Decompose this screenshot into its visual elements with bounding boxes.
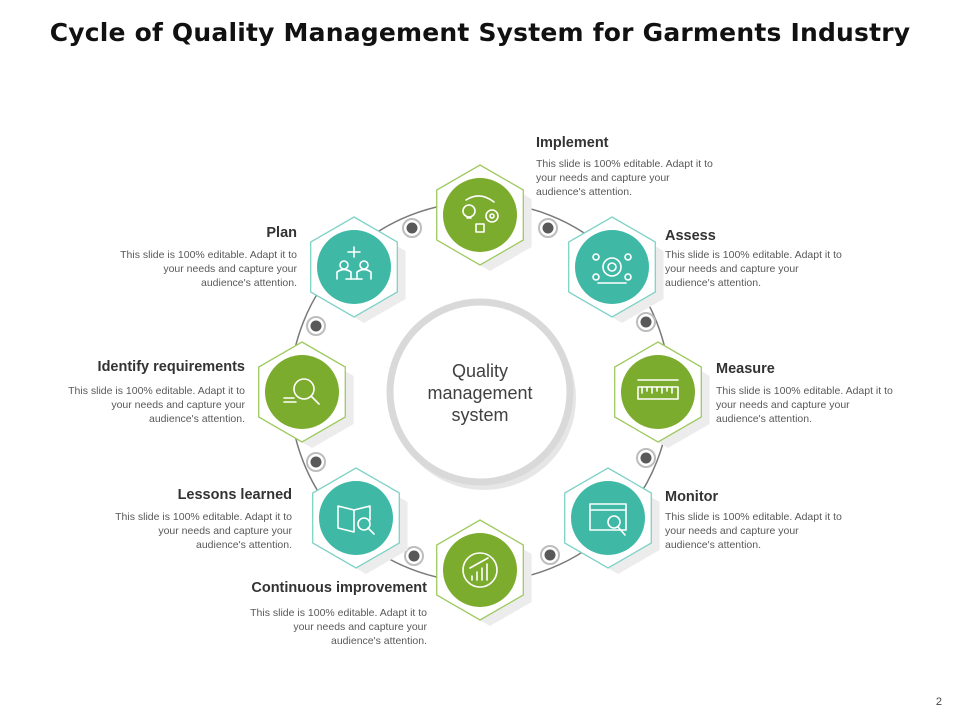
step-circle <box>621 355 695 429</box>
growth-chart-icon <box>462 552 498 588</box>
step-node-lessons <box>312 467 408 574</box>
continuous-improvement-heading: Continuous improvement <box>251 580 427 596</box>
assess-heading: Assess <box>665 228 716 244</box>
step-circle <box>443 533 517 607</box>
implement-heading: Implement <box>536 135 609 151</box>
continuous-improvement-description: This slide is 100% editable. Adapt it to… <box>250 607 427 647</box>
book-search-icon <box>337 505 375 535</box>
monitor-description: This slide is 100% editable. Adapt it to… <box>665 511 842 551</box>
step-circle <box>571 481 645 555</box>
connector-arrow-icon <box>310 456 322 468</box>
meeting-plan-icon <box>336 246 372 280</box>
connector-arrow-icon <box>408 550 420 562</box>
plan-heading: Plan <box>266 225 297 241</box>
identify-requirements-description: This slide is 100% editable. Adapt it to… <box>68 385 245 425</box>
connector-arrow-icon <box>542 222 554 234</box>
lessons-learned-description: This slide is 100% editable. Adapt it to… <box>115 511 292 551</box>
slide-title: Cycle of Quality Management System for G… <box>49 18 911 47</box>
connector-arrow-icon <box>310 320 322 332</box>
magnifier-icon <box>283 378 320 405</box>
step-node-monitor <box>564 467 660 574</box>
implement-description: This slide is 100% editable. Adapt it to… <box>536 158 713 198</box>
connector-arrow-icon <box>640 316 652 328</box>
idea-gear-icon <box>462 195 499 233</box>
step-circle <box>317 230 391 304</box>
step-node-implement <box>436 164 532 271</box>
connector-arrow-icon <box>640 452 652 464</box>
assess-description: This slide is 100% editable. Adapt it to… <box>665 249 842 289</box>
measure-description: This slide is 100% editable. Adapt it to… <box>716 385 893 425</box>
step-node-plan <box>310 216 406 323</box>
step-node-measure <box>614 341 710 448</box>
step-circle <box>575 230 649 304</box>
step-node-continuous <box>436 519 532 626</box>
target-network-icon <box>592 253 632 284</box>
connector-arrow-icon <box>544 549 556 561</box>
center-circle <box>386 298 574 486</box>
page-number: 2 <box>935 696 942 708</box>
measure-heading: Measure <box>716 361 775 377</box>
step-node-identify <box>258 341 354 448</box>
step-node-assess <box>568 216 664 323</box>
ruler-icon <box>637 379 679 400</box>
step-circle <box>319 481 393 555</box>
connector-arrow-icon <box>406 222 418 234</box>
step-circle <box>265 355 339 429</box>
monitor-heading: Monitor <box>665 489 719 505</box>
step-circle <box>443 178 517 252</box>
lessons-learned-heading: Lessons learned <box>177 487 292 503</box>
monitor-eye-icon <box>589 503 627 536</box>
center-label: Quality management system <box>427 361 533 425</box>
plan-description: This slide is 100% editable. Adapt it to… <box>120 249 297 289</box>
identify-requirements-heading: Identify requirements <box>97 359 245 375</box>
